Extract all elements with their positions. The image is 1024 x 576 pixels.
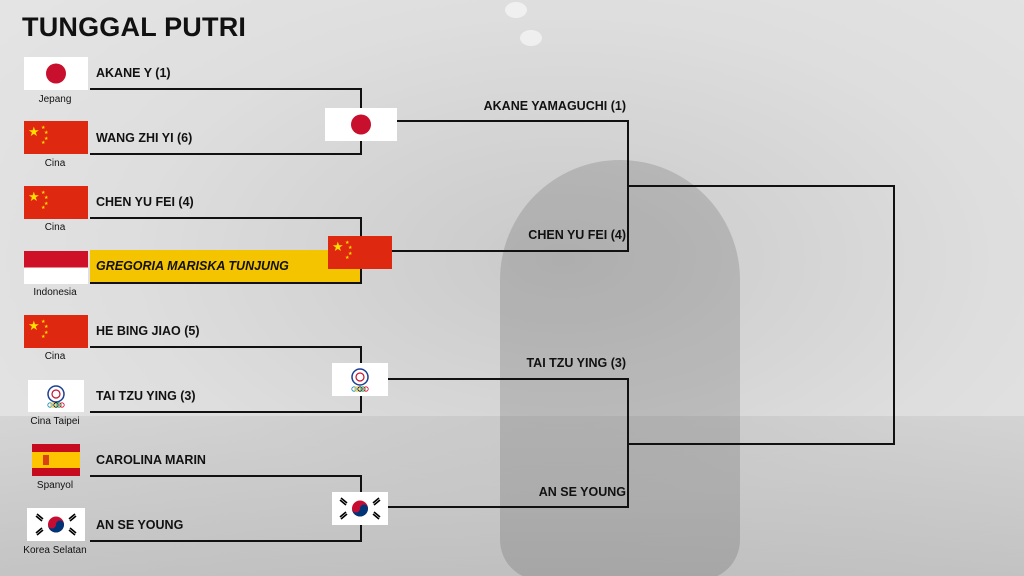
country-label: Indonesia (33, 287, 77, 298)
china-flag-icon: ★ ★ ★ ★ ★ (328, 236, 392, 269)
svg-text:★: ★ (348, 245, 353, 251)
svg-text:★: ★ (44, 330, 49, 336)
south-korea-flag-icon (27, 508, 85, 541)
svg-text:★: ★ (345, 240, 350, 246)
svg-text:★: ★ (345, 255, 350, 261)
bracket-line (627, 185, 895, 187)
svg-text:★: ★ (28, 190, 40, 205)
svg-text:★: ★ (41, 125, 46, 131)
court-floor (0, 416, 1024, 576)
bracket-line (627, 443, 895, 445)
svg-text:★: ★ (28, 125, 40, 140)
japan-flag-icon (325, 108, 397, 141)
svg-text:★: ★ (348, 251, 353, 257)
svg-text:★: ★ (44, 130, 49, 136)
bracket-connector (893, 185, 895, 445)
bracket-line (90, 346, 362, 348)
bracket-line (90, 88, 362, 90)
player-name-highlighted: GREGORIA MARISKA TUNJUNG (96, 259, 289, 273)
svg-text:★: ★ (41, 205, 46, 211)
svg-text:★: ★ (44, 324, 49, 330)
bracket-line (388, 506, 629, 508)
bracket-line (392, 250, 629, 252)
bracket-line (90, 411, 362, 413)
country-label: Cina (44, 351, 66, 362)
highlight-bar (90, 250, 362, 282)
svg-text:★: ★ (41, 319, 46, 325)
bracket-line (397, 120, 629, 122)
bracket-line (388, 378, 629, 380)
south-korea-flag-icon (332, 492, 388, 525)
player-name: CHEN YU FEI (4) (96, 195, 194, 209)
svg-text:★: ★ (44, 195, 49, 201)
svg-text:★: ★ (41, 190, 46, 196)
bracket-line (90, 475, 362, 477)
player-name: AKANE Y (1) (96, 66, 171, 80)
country-label: Spanyol (36, 480, 74, 491)
bracket-line (90, 282, 362, 284)
country-label: Cina Taipei (30, 416, 80, 427)
country-label: Cina (44, 158, 66, 169)
country-label: Jepang (38, 94, 72, 105)
chinese-taipei-flag-icon (28, 380, 84, 412)
bracket-line (90, 153, 362, 155)
semifinal-player-name: TAI TZU YING (3) (526, 356, 626, 370)
china-flag-icon: ★ ★ ★ ★ ★ (24, 121, 88, 154)
semifinal-player-name: AN SE YOUNG (538, 485, 626, 499)
svg-text:★: ★ (44, 136, 49, 142)
chinese-taipei-flag-icon (332, 363, 388, 396)
spain-flag-icon (32, 444, 80, 476)
indonesia-flag-icon (24, 251, 88, 284)
china-flag-icon: ★ ★ ★ ★ ★ (24, 186, 88, 219)
bracket-line (90, 217, 362, 219)
page-title: TUNGGAL PUTRI (22, 12, 247, 42)
svg-text:★: ★ (28, 319, 40, 334)
country-label: Cina (44, 222, 66, 233)
semifinal-player-name: CHEN YU FEI (4) (528, 228, 626, 242)
country-label: Korea Selatan (23, 545, 87, 556)
player-name: CAROLINA MARIN (96, 453, 206, 467)
china-flag-icon: ★ ★ ★ ★ ★ (24, 315, 88, 348)
semifinal-player-name: AKANE YAMAGUCHI (1) (483, 99, 626, 113)
svg-text:★: ★ (44, 201, 49, 207)
player-name: TAI TZU YING (3) (96, 389, 196, 403)
svg-text:★: ★ (41, 334, 46, 340)
player-name: WANG ZHI YI (6) (96, 131, 193, 145)
japan-flag-icon (24, 57, 88, 90)
player-name: AN SE YOUNG (96, 518, 184, 532)
player-name: HE BING JIAO (5) (96, 324, 200, 338)
bracket-line (90, 540, 362, 542)
svg-text:★: ★ (332, 240, 344, 255)
svg-text:★: ★ (41, 140, 46, 146)
